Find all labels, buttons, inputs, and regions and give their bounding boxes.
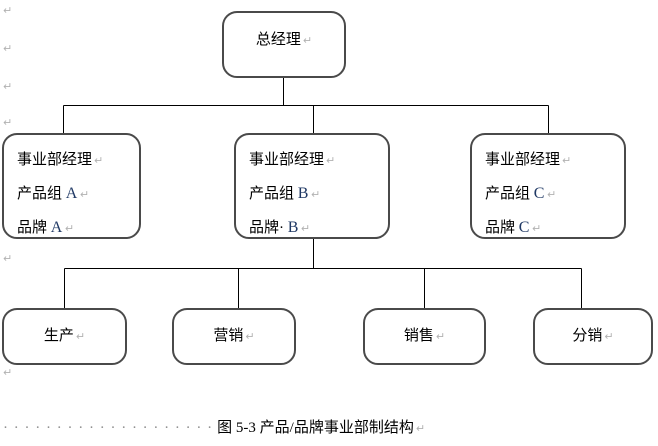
paragraph-mark: ↵ <box>562 154 572 167</box>
paragraph-mark: ↵ <box>310 188 321 201</box>
paragraph-mark: ↵ <box>531 222 542 235</box>
org-box-division-c: 事业部经理↵ 产品组 C↵ 品牌 C↵ <box>470 133 626 239</box>
paragraph-mark: ↵ <box>3 80 13 93</box>
paragraph-mark: ↵ <box>94 154 104 167</box>
org-box-label: 分销 <box>572 328 603 344</box>
division-brand: 品牌 C↵ <box>485 219 542 236</box>
org-box-marketing: 营销↵ <box>172 308 296 365</box>
division-product-group: 产品组 A↵ <box>17 185 90 202</box>
paragraph-mark: ↵ <box>546 188 557 201</box>
paragraph-mark: ↵ <box>245 330 255 343</box>
org-box-sales: 销售↵ <box>363 308 486 365</box>
org-box-production: 生产↵ <box>2 308 127 365</box>
product-group-letter: A <box>65 185 78 202</box>
paragraph-mark: ↵ <box>3 366 13 379</box>
division-product-group: 产品组 B↵ <box>249 185 321 202</box>
org-box-label: 生产 <box>43 328 74 344</box>
paragraph-mark: ↵ <box>300 222 311 235</box>
paragraph-mark: ↵ <box>415 422 426 435</box>
brand-letter: B <box>287 219 299 236</box>
org-box-label: 总经理 <box>255 32 301 48</box>
paragraph-mark: ↵ <box>75 330 86 343</box>
org-box-label: 营销 <box>213 328 244 344</box>
org-box-label: 销售 <box>403 328 434 344</box>
division-title: 事业部经理↵ <box>249 152 336 168</box>
brand-letter: C <box>518 219 530 236</box>
division-title: 事业部经理↵ <box>17 152 104 168</box>
space-format-dots: · · · · · · · · · · · · · · · · · · · · <box>3 420 214 436</box>
figure-caption: · · · · · · · · · · · · · · · · · · · ·图… <box>3 416 425 437</box>
paragraph-mark: ↵ <box>326 154 336 167</box>
paragraph-mark: ↵ <box>3 42 13 55</box>
org-box-distribution: 分销↵ <box>533 308 653 365</box>
paragraph-mark: ↵ <box>3 252 13 265</box>
paragraph-mark: ↵ <box>3 4 13 17</box>
paragraph-mark: ↵ <box>64 222 75 235</box>
org-box-general-manager: 总经理↵ <box>222 11 346 78</box>
brand-letter: A <box>50 219 63 236</box>
product-group-letter: C <box>533 185 545 202</box>
org-box-division-b: 事业部经理↵ 产品组 B↵ 品牌· B↵ <box>234 133 390 239</box>
figure-caption-text: 图 5-3 产品/品牌事业部制结构 <box>217 420 414 436</box>
division-brand: 品牌 A↵ <box>17 219 75 236</box>
paragraph-mark: ↵ <box>79 188 90 201</box>
paragraph-mark: ↵ <box>3 116 13 129</box>
division-product-group: 产品组 C↵ <box>485 185 557 202</box>
paragraph-mark: ↵ <box>302 34 313 47</box>
paragraph-mark: ↵ <box>435 330 446 343</box>
paragraph-mark: ↵ <box>604 330 614 343</box>
division-brand: 品牌· B↵ <box>249 219 311 236</box>
org-box-division-a: 事业部经理↵ 产品组 A↵ 品牌 A↵ <box>2 133 141 239</box>
product-group-letter: B <box>297 185 309 202</box>
division-title: 事业部经理↵ <box>485 152 572 168</box>
